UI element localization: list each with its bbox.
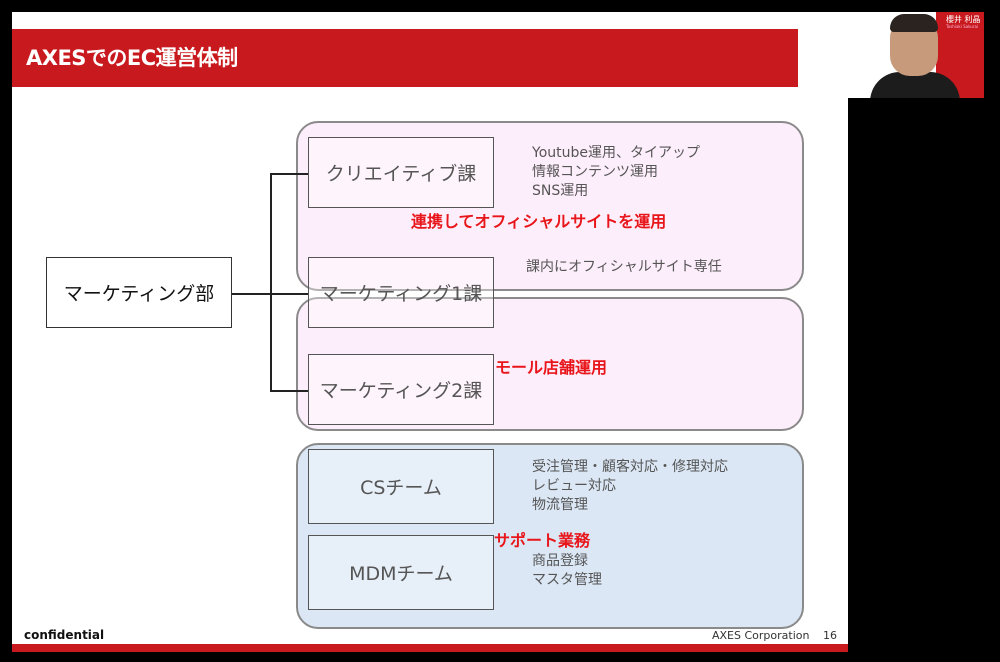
unit-cs-team: CSチーム — [308, 449, 494, 524]
slide: AXESでのEC運営体制 マーケティング部 クリエイティブ課 マーケティング1課… — [12, 12, 848, 652]
connector-root-horizontal — [232, 293, 270, 295]
page-number: 16 — [823, 629, 837, 642]
unit-marketing-1: マーケティング1課 — [308, 257, 494, 328]
desc-marketing-1: 課内にオフィシャルサイト専任 — [526, 259, 722, 275]
presenter-video[interactable]: 櫻井 利晶 Toshiaki Sakurai — [798, 12, 984, 98]
root-unit-marketing-dept: マーケティング部 — [46, 257, 232, 328]
presenter-hair — [890, 14, 938, 32]
desc-creative: Youtube運用、タイアップ 情報コンテンツ運用 SNS運用 — [532, 145, 700, 199]
footer-company: AXES Corporation — [712, 629, 810, 642]
group-label-mall-store: モール店舗運用 — [495, 358, 608, 377]
connector-vertical — [270, 173, 272, 391]
right-black-panel — [848, 98, 1000, 662]
presenter-name: 櫻井 利晶 — [946, 15, 981, 24]
group-box-support — [296, 443, 804, 629]
group-box-official-site — [296, 121, 804, 291]
footer-confidential: confidential — [24, 628, 105, 642]
connector-branch-1 — [270, 173, 308, 175]
slide-title: AXESでのEC運営体制 — [26, 46, 238, 70]
desc-cs-team: 受注管理・顧客対応・修理対応 レビュー対応 物流管理 — [532, 459, 728, 513]
desc-mdm-team: 商品登録 マスタ管理 — [532, 553, 602, 588]
connector-branch-2 — [270, 293, 308, 295]
unit-marketing-2: マーケティング2課 — [308, 354, 494, 425]
group-label-official-site: 連携してオフィシャルサイトを運用 — [411, 212, 667, 231]
slide-header: AXESでのEC運営体制 — [12, 29, 800, 87]
footer-bar — [12, 644, 848, 652]
unit-mdm-team: MDMチーム — [308, 535, 494, 610]
group-label-support: サポート業務 — [494, 531, 591, 550]
group-box-mall-store — [296, 297, 804, 431]
unit-creative: クリエイティブ課 — [308, 137, 494, 208]
presenter-body — [870, 72, 960, 98]
connector-branch-3 — [270, 390, 308, 392]
presenter-subtitle: Toshiaki Sakurai — [946, 24, 979, 29]
